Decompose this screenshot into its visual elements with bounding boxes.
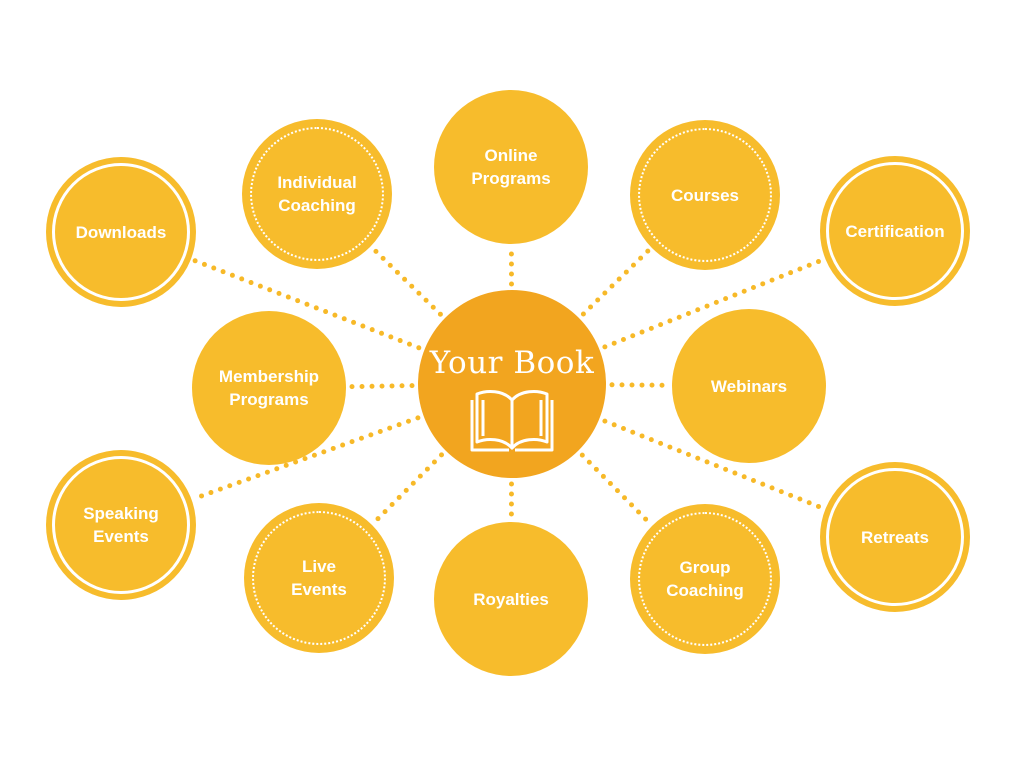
hub-your-book: Your Book xyxy=(418,290,606,478)
node-label: Group Coaching xyxy=(666,558,744,600)
node-label: Individual Coaching xyxy=(277,173,357,215)
node-label: Royalties xyxy=(473,589,549,609)
node-label: Webinars xyxy=(710,376,788,396)
node-label: Membership Programs xyxy=(218,367,320,409)
node-individual-coaching: Individual Coaching xyxy=(242,119,392,269)
node-live-events: Live Events xyxy=(244,503,394,653)
connector-live-events xyxy=(372,452,444,525)
node-downloads: Downloads xyxy=(46,157,196,307)
open-book-icon xyxy=(470,390,554,452)
node-retreats: Retreats xyxy=(820,462,970,612)
connector-group-coaching xyxy=(579,452,652,526)
connector-membership-programs xyxy=(347,383,415,390)
node-certification: Certification xyxy=(820,156,970,306)
node-webinars: Webinars xyxy=(672,309,826,463)
connector-speaking-events xyxy=(192,415,421,501)
node-online-programs: Online Programs xyxy=(434,90,588,244)
node-label: Speaking Events xyxy=(83,504,159,546)
node-label: Live Events xyxy=(291,557,347,599)
connector-individual-coaching xyxy=(371,246,443,317)
node-membership-programs: Membership Programs xyxy=(192,311,346,465)
connector-courses xyxy=(580,247,652,317)
node-group-coaching: Group Coaching xyxy=(630,504,780,654)
node-label: Certification xyxy=(845,221,945,241)
node-royalties: Royalties xyxy=(434,522,588,676)
connector-webinars xyxy=(609,382,671,388)
connector-certification xyxy=(602,257,825,350)
connector-downloads xyxy=(192,258,422,351)
connector-retreats xyxy=(602,418,825,511)
node-label: Online Programs xyxy=(471,146,551,188)
node-label: Retreats xyxy=(860,527,930,547)
hub-title: Your Book xyxy=(429,345,595,381)
node-speaking-events: Speaking Events xyxy=(46,450,196,600)
node-label: Courses xyxy=(670,185,740,205)
node-label: Downloads xyxy=(75,222,167,242)
node-courses: Courses xyxy=(630,120,780,270)
